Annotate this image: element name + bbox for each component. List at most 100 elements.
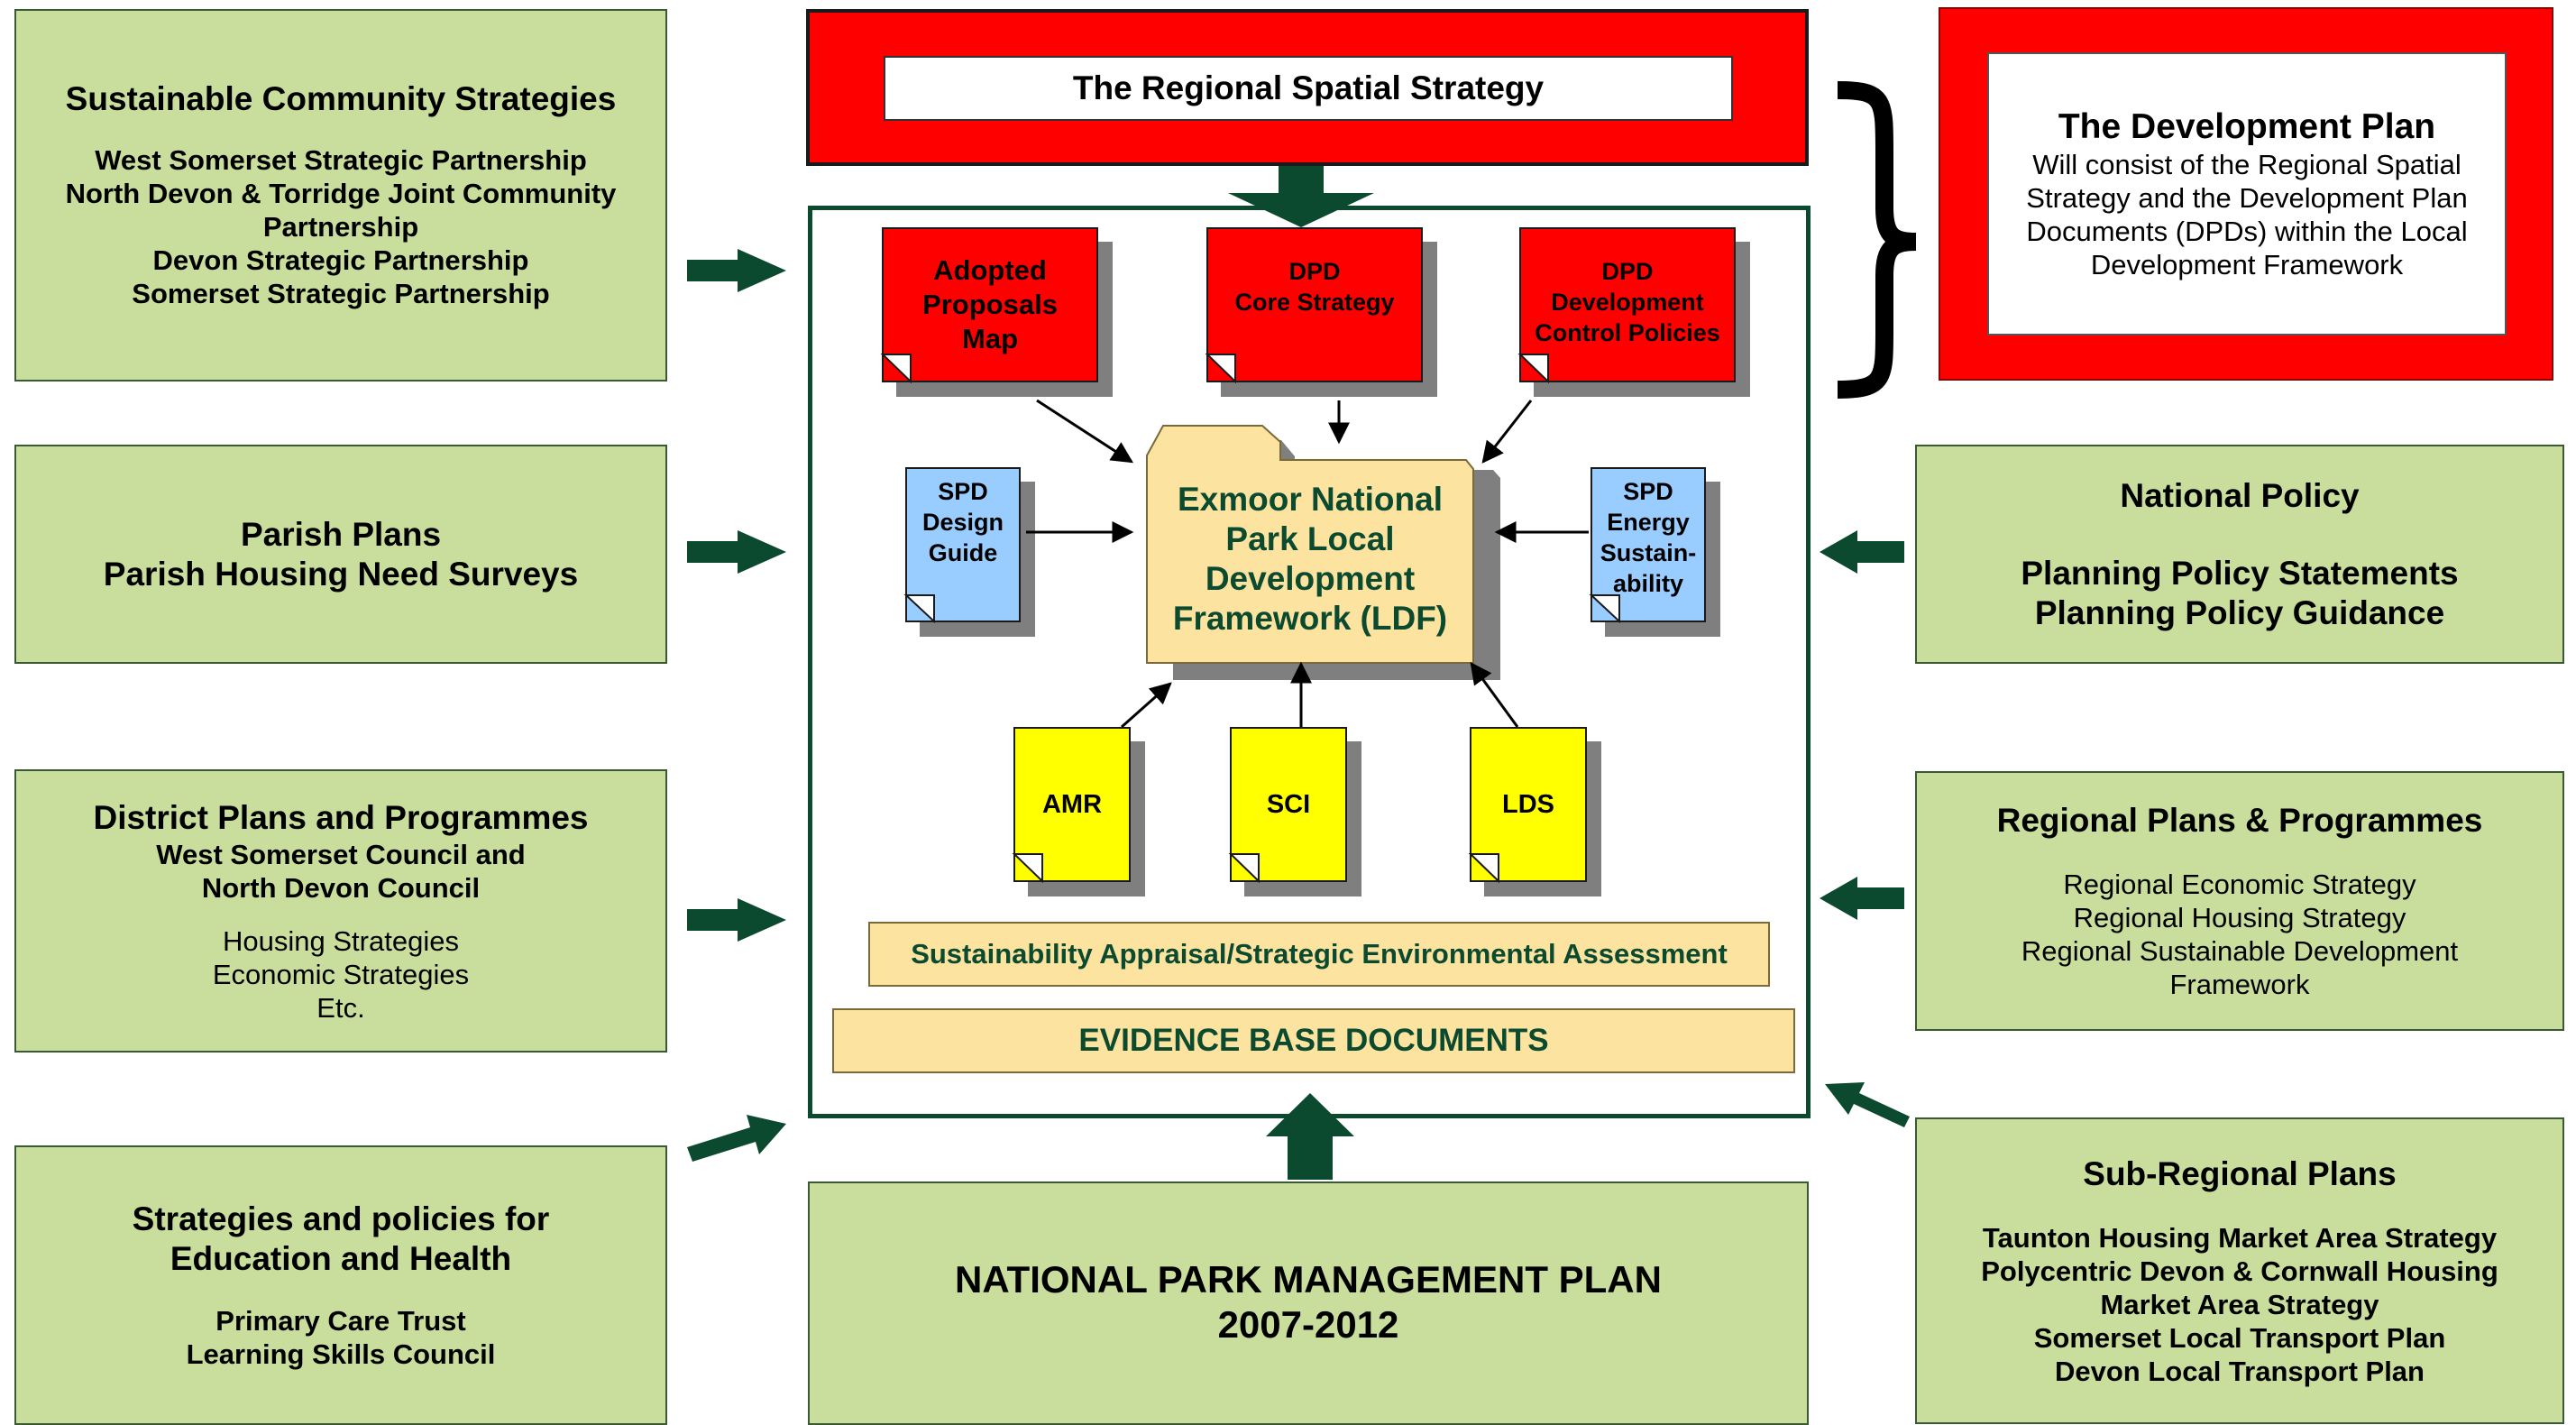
- doc-label: LDS: [1502, 789, 1554, 819]
- list-item: Regional Sustainable Development: [2021, 935, 2459, 967]
- ldf-title: Exmoor National Park Local Development F…: [1147, 469, 1473, 649]
- list-item: Devon Local Transport Plan: [2055, 1355, 2425, 1387]
- box-title: Education and Health: [170, 1240, 512, 1277]
- fold-corner-icon: [880, 354, 912, 384]
- arrow-right-icon: [687, 898, 786, 942]
- list-item: Polycentric Devon & Cornwall Housing: [1981, 1255, 2498, 1287]
- arrow-up-icon: [1266, 1093, 1354, 1180]
- regional-spatial-strategy-box: The Regional Spatial Strategy: [806, 9, 1809, 166]
- arrow-right-icon: [687, 1115, 786, 1162]
- doc-label: Core Strategy: [1234, 289, 1395, 316]
- list-item: Housing Strategies: [223, 924, 459, 957]
- doc-label: ability: [1612, 570, 1684, 597]
- development-plan-text: Will consist of the Regional Spatial: [2032, 149, 2461, 180]
- ldf-label: Development: [1205, 560, 1416, 597]
- list-item: Primary Care Trust: [215, 1305, 466, 1337]
- education-health-box: Strategies and policies for Education an…: [14, 1145, 667, 1425]
- ldf-label: Framework (LDF): [1172, 600, 1448, 637]
- national-policy-box: National Policy Planning Policy Statemen…: [1915, 445, 2564, 664]
- doc-label: AMR: [1041, 789, 1103, 819]
- development-plan-text: Strategy and the Development Plan: [2026, 182, 2468, 214]
- arrow-left-icon: [1820, 877, 1904, 920]
- adopted-proposals-map-doc: Adopted Proposals Map: [882, 227, 1098, 382]
- list-item: Regional Economic Strategy: [2063, 869, 2416, 900]
- list-item: Somerset Strategic Partnership: [132, 278, 550, 309]
- list-item: Market Area Strategy: [2100, 1288, 2379, 1320]
- box-title: District Plans and Programmes: [93, 798, 589, 836]
- list-item: Partnership: [262, 211, 419, 243]
- regional-spatial-strategy-inner: The Regional Spatial Strategy: [884, 56, 1733, 121]
- development-plan-box: The Development Plan Will consist of the…: [1939, 7, 2553, 381]
- doc-label: Development: [1551, 289, 1704, 316]
- box-subtitle: North Devon Council: [201, 871, 481, 904]
- regional-spatial-strategy-title: The Regional Spatial Strategy: [1072, 69, 1545, 106]
- arrow-down-icon: [1228, 166, 1374, 227]
- regional-plans-box: Regional Plans & Programmes Regional Eco…: [1915, 771, 2564, 1031]
- box-title: National Policy: [2120, 476, 2360, 514]
- box-title: Regional Plans & Programmes: [1996, 802, 2483, 839]
- evidence-base-documents-bar: EVIDENCE BASE DOCUMENTS: [832, 1008, 1795, 1073]
- list-item: Planning Policy Guidance: [2034, 593, 2445, 631]
- arrow-up-left-icon: [1825, 1082, 1910, 1127]
- bar-label: EVIDENCE BASE DOCUMENTS: [1078, 1023, 1549, 1058]
- dpd-core-strategy-doc: DPD Core Strategy: [1206, 227, 1423, 382]
- list-item: Framework: [2169, 969, 2310, 1000]
- district-plans-box: District Plans and Programmes West Somer…: [14, 769, 667, 1053]
- arrow-icon: [1121, 682, 1172, 729]
- doc-label: SPD: [938, 478, 988, 505]
- fold-corner-icon: [1228, 853, 1260, 884]
- development-plan-inner: The Development Plan Will consist of the…: [1987, 52, 2507, 336]
- doc-label: Sustain-: [1600, 539, 1697, 566]
- doc-label: DPD: [1601, 258, 1654, 285]
- arrow-right-icon: [687, 530, 786, 574]
- doc-label: Adopted: [933, 254, 1047, 286]
- fold-corner-icon: [1589, 594, 1620, 624]
- box-subtitle: Parish Housing Need Surveys: [103, 555, 579, 593]
- doc-label: DPD: [1288, 258, 1341, 285]
- box-subtitle: West Somerset Council and: [156, 838, 526, 870]
- list-item: Somerset Local Transport Plan: [2033, 1321, 2446, 1354]
- doc-label: SCI: [1266, 789, 1311, 819]
- fold-corner-icon: [1517, 354, 1549, 384]
- development-plan-text: Documents (DPDs) within the Local: [2026, 216, 2468, 247]
- national-park-management-plan-box: NATIONAL PARK MANAGEMENT PLAN 2007-2012: [808, 1181, 1809, 1425]
- box-title: Strategies and policies for: [132, 1200, 550, 1237]
- arrow-icon: [1470, 662, 1519, 728]
- box-title: NATIONAL PARK MANAGEMENT PLAN: [955, 1258, 1662, 1301]
- fold-corner-icon: [903, 594, 935, 624]
- ldf-label: Exmoor National: [1178, 481, 1443, 518]
- doc-label: Map: [962, 323, 1018, 354]
- doc-label: Control Policies: [1535, 319, 1720, 346]
- development-plan-title: The Development Plan: [2058, 107, 2436, 146]
- box-title: Sustainable Community Strategies: [65, 80, 617, 117]
- sustainable-community-strategies-box: Sustainable Community Strategies West So…: [14, 9, 667, 382]
- development-plan-text: Development Framework: [2090, 249, 2404, 280]
- doc-label: SPD: [1623, 478, 1673, 505]
- sub-regional-plans-box: Sub-Regional Plans Taunton Housing Marke…: [1915, 1117, 2564, 1424]
- list-item: West Somerset Strategic Partnership: [95, 144, 587, 176]
- doc-label: Energy: [1607, 509, 1690, 536]
- list-item: Taunton Housing Market Area Strategy: [1982, 1221, 2498, 1254]
- box-subtitle: 2007-2012: [1217, 1303, 1399, 1346]
- bar-label: Sustainability Appraisal/Strategic Envir…: [911, 938, 1728, 970]
- fold-corner-icon: [1205, 354, 1236, 384]
- list-item: Etc.: [316, 991, 365, 1024]
- arrow-right-icon: [687, 249, 786, 292]
- arrow-icon: [1036, 399, 1134, 464]
- fold-corner-icon: [1012, 853, 1043, 884]
- list-item: Planning Policy Statements: [2021, 554, 2459, 592]
- doc-label: Proposals: [922, 289, 1058, 320]
- sustainability-appraisal-bar: Sustainability Appraisal/Strategic Envir…: [868, 922, 1770, 987]
- doc-label: Design: [921, 509, 1004, 536]
- arrow-left-icon: [1820, 530, 1904, 574]
- box-title: Parish Plans: [240, 515, 442, 553]
- list-item: Regional Housing Strategy: [2073, 902, 2406, 933]
- box-title: Sub-Regional Plans: [2083, 1154, 2397, 1192]
- doc-label: Guide: [928, 539, 998, 566]
- arrow-icon: [1481, 400, 1533, 464]
- list-item: Economic Strategies: [212, 958, 470, 990]
